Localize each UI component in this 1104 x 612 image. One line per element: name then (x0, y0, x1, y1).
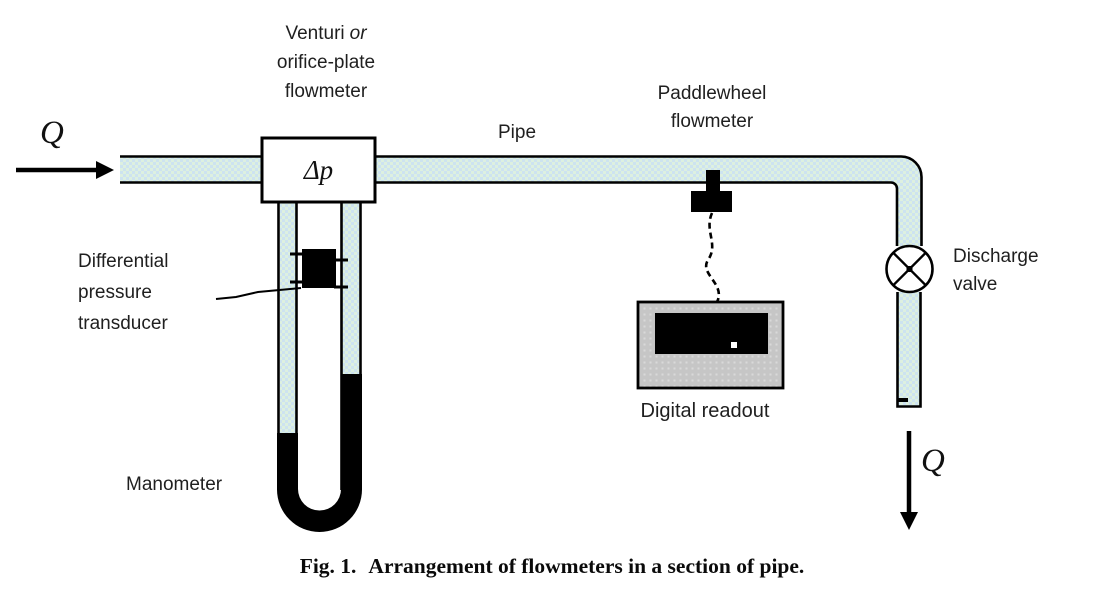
venturi-label-or: or (349, 23, 367, 44)
discharge-valve-label: Discharge valve (953, 243, 1039, 299)
paddlewheel-label: Paddlewheel flowmeter (612, 80, 812, 136)
discharge-valve-label-line2: valve (953, 274, 998, 295)
paddlewheel-stem (706, 170, 720, 194)
discharge-pipe (896, 292, 922, 408)
figure-caption-text: Arrangement of flowmeters in a section o… (368, 554, 805, 578)
manometer-right-tube-fill (342, 202, 359, 375)
venturi-label-text: Venturi (285, 23, 345, 44)
manometer-label: Manometer (126, 474, 223, 495)
sensor-cable (704, 212, 721, 303)
pipe-label: Pipe (497, 122, 537, 143)
main-pipe (120, 157, 921, 246)
manometer-fluid (277, 374, 362, 532)
venturi-label-line2: orifice-plate (276, 52, 376, 73)
readout-cursor-dot (731, 342, 737, 348)
manometer-left-tube-fill (280, 202, 296, 434)
main-pipe-outer-wall (120, 155, 923, 246)
transducer-leader-line (215, 287, 302, 300)
transducer-label-line3: transducer (78, 313, 168, 334)
main-pipe-inner-wall (120, 181, 899, 246)
paddlewheel-sensor-icon (691, 191, 732, 212)
transducer-label: Differential pressure transducer (78, 246, 168, 339)
transducer-label-line2: pressure (78, 282, 152, 303)
flow-in-arrowhead-icon (96, 161, 114, 179)
digital-readout-label: Digital readout (640, 400, 770, 422)
dp-symbol: Δp (303, 154, 334, 185)
discharge-valve-label-line1: Discharge (953, 246, 1039, 267)
flow-out-label: Q (921, 443, 945, 479)
dp-meter-box (260, 136, 377, 204)
pipe-end-mark (898, 398, 908, 402)
pressure-transducer-icon (302, 249, 336, 288)
paddlewheel-label-line1: Paddlewheel (657, 83, 767, 104)
readout-screen (655, 313, 768, 354)
paddlewheel-label-line2: flowmeter (670, 111, 754, 132)
figure-caption-number: Fig. 1. (299, 554, 357, 578)
venturi-label-line3: flowmeter (284, 81, 368, 102)
flow-out-arrowhead-icon (900, 512, 918, 530)
figure-caption: Fig. 1. Arrangement of flowmeters in a se… (0, 554, 1104, 579)
transducer-label-line1: Differential (78, 251, 169, 272)
valve-center-dot (906, 266, 913, 272)
flow-in-label: Q (40, 115, 64, 151)
